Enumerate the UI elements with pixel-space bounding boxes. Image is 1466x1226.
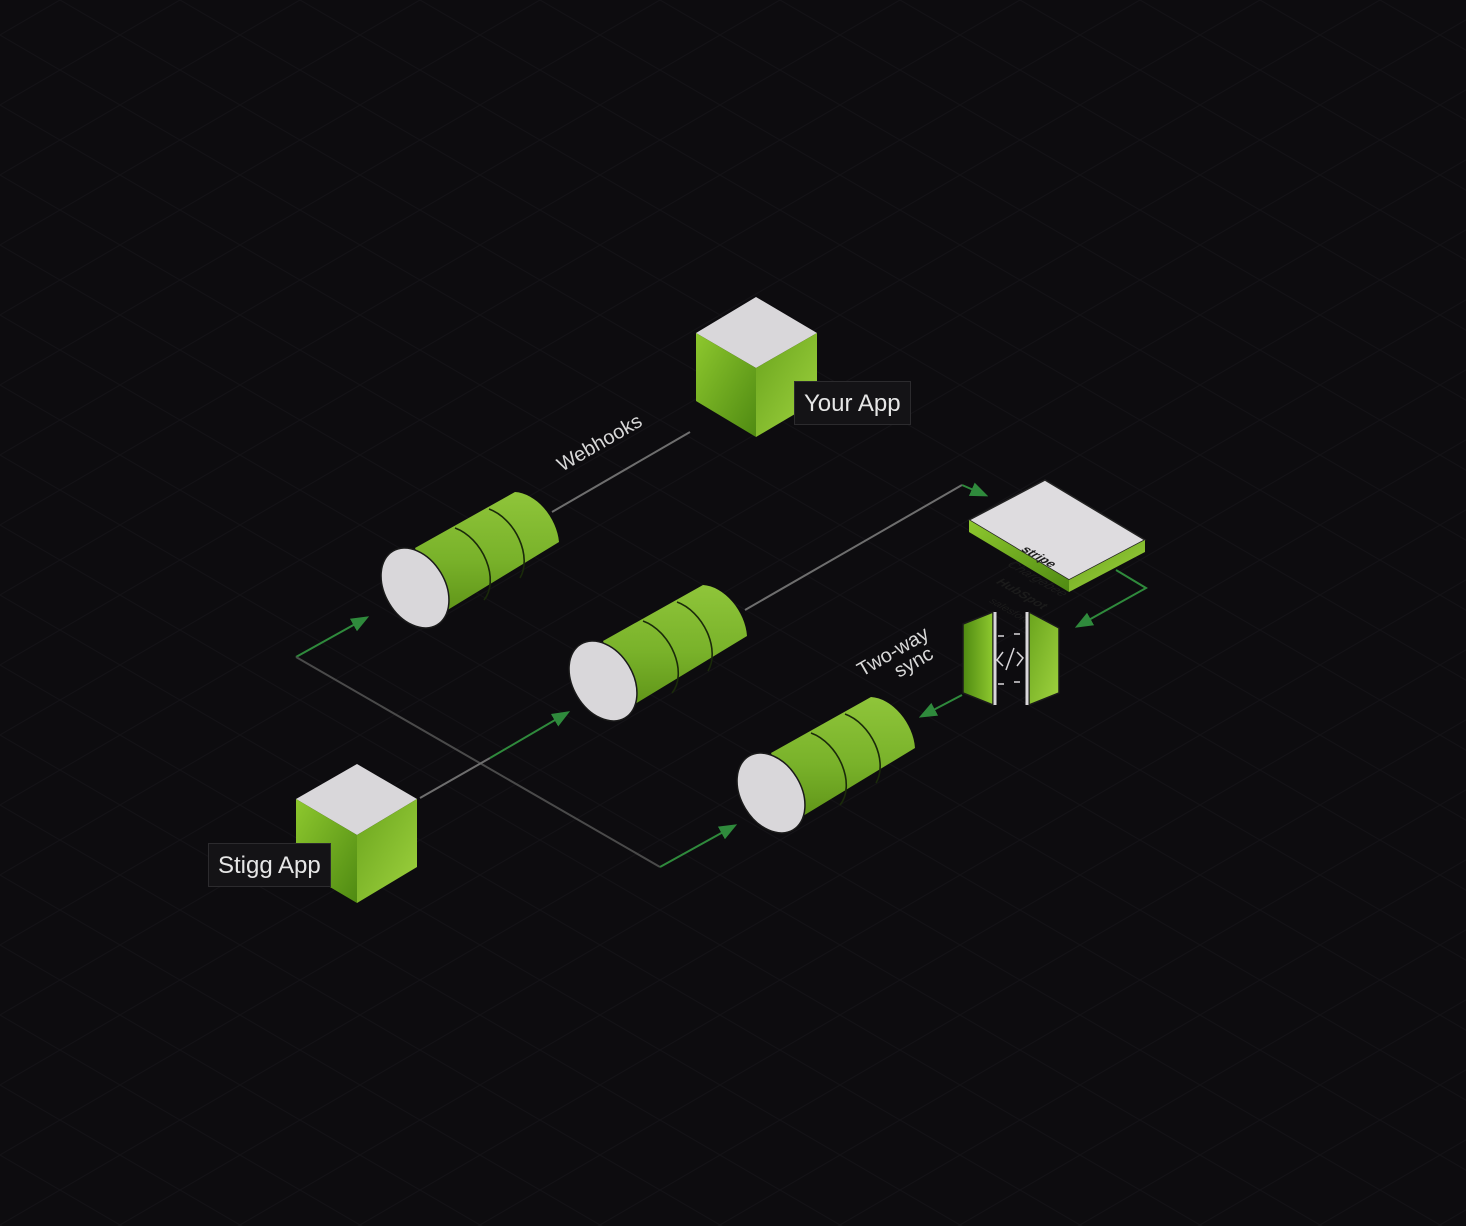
arrow-to-middle-queue [489,711,571,759]
arrow-to-sync-queue [659,824,738,868]
connectors [295,431,1148,868]
arrow-to-integrations [961,482,989,497]
arrow-to-webhooks-queue [295,616,370,658]
your-app-label: Your App [794,381,911,425]
middle-queue-cylinder [568,585,747,722]
stigg-branch-line [295,656,661,868]
webhooks-queue-cylinder [380,492,559,629]
code-brackets-icon [996,633,1024,685]
sync-service-node [962,610,1060,707]
arrow-sync-to-queue [918,694,963,718]
arrow-integrations-to-sync [1074,569,1148,628]
middle-to-integrations-line [744,484,963,611]
stigg-to-middle-line [419,757,491,799]
webhooks-line [551,431,691,513]
sync-queue-cylinder [736,697,915,834]
your-app-cube [696,297,817,437]
stigg-app-label: Stigg App [208,843,331,887]
